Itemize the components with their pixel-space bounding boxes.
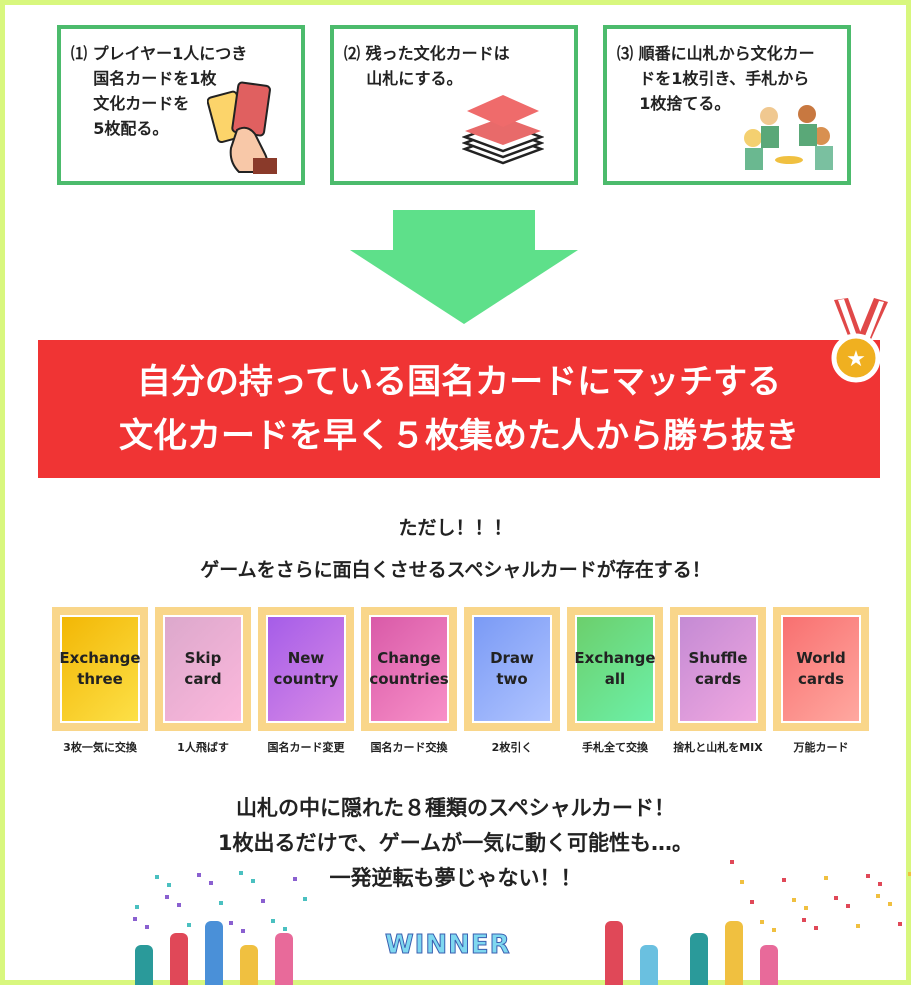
rule-banner: 自分の持っている国名カードにマッチする 文化カードを早く５枚集めた人から勝ち抜き [38, 340, 880, 478]
raised-hand-icon [605, 921, 623, 985]
special-card-description: 国名カード変更 [267, 741, 345, 754]
confetti [239, 871, 243, 875]
confetti [209, 881, 213, 885]
children-playing-icon [744, 105, 833, 170]
step-2-text: ⑵ 残った文化カードは 山札にする。 [344, 44, 510, 88]
banner-line-1: 自分の持っている国名カードにマッチする [136, 362, 782, 402]
confetti [229, 921, 233, 925]
confetti [133, 917, 137, 921]
closing-line-1: 山札の中に隠れた８種類のスペシャルカード！ [236, 796, 675, 820]
special-card: Skip card [155, 607, 251, 731]
hand-cards-icon [207, 81, 277, 174]
special-card-description: 万能カード [793, 741, 849, 754]
winner-logo: WINNER [385, 930, 511, 961]
closing-line-2: 1枚出るだけで、ゲームが一気に動く可能性も…。 [217, 831, 694, 855]
confetti [804, 906, 808, 910]
confetti [187, 923, 191, 927]
svg-text:★: ★ [846, 347, 866, 372]
confetti [772, 928, 776, 932]
special-card-name: New country [266, 615, 346, 723]
down-arrow [393, 210, 535, 252]
confetti [197, 873, 201, 877]
raised-hand-icon [760, 945, 778, 985]
special-card-description: 国名カード交換 [370, 741, 448, 754]
confetti [760, 920, 764, 924]
confetti [846, 904, 850, 908]
special-card-name: Shuffle cards [678, 615, 758, 723]
special-card: Change countries [361, 607, 457, 731]
confetti [177, 903, 181, 907]
special-card-description: 1人飛ばす [177, 741, 229, 754]
banner-line-2: 文化カードを早く５枚集めた人から勝ち抜き [119, 416, 799, 456]
special-card-name: World cards [781, 615, 861, 723]
confetti [145, 925, 149, 929]
confetti [251, 879, 255, 883]
step-3-text: ⑶ 順番に山札から文化カー ドを1枚引き、手札から 1枚捨てる。 [617, 44, 815, 113]
special-card: Exchange all [567, 607, 663, 731]
confetti [271, 919, 275, 923]
special-card: Shuffle cards [670, 607, 766, 731]
note-line-2: ゲームをさらに面白くさせるスペシャルカードが存在する！ [200, 559, 711, 581]
special-card: New country [258, 607, 354, 731]
raised-hand-icon [170, 933, 188, 985]
confetti [878, 882, 882, 886]
step-1-text: ⑴ プレイヤー1人につき 国名カードを1枚 文化カードを 5枚配る。 [71, 44, 248, 138]
confetti [856, 924, 860, 928]
confetti [908, 872, 911, 876]
confetti [782, 878, 786, 882]
confetti [155, 875, 159, 879]
special-card-description: 2枚引く [491, 741, 533, 754]
special-card-name: Skip card [163, 615, 243, 723]
raised-hand-icon [205, 921, 223, 985]
confetti [165, 895, 169, 899]
special-card-description: 3枚一気に交換 [63, 741, 137, 754]
closing-line-3: 一発逆転も夢じゃない！！ [329, 866, 582, 890]
confetti [293, 877, 297, 881]
confetti [792, 898, 796, 902]
confetti [876, 894, 880, 898]
raised-hand-icon [725, 921, 743, 985]
special-card-description: 手札全て交換 [582, 741, 648, 754]
special-card-name: Exchange three [59, 615, 141, 723]
confetti [167, 883, 171, 887]
confetti [241, 929, 245, 933]
confetti [261, 899, 265, 903]
confetti [866, 874, 870, 878]
step-1-box: ⑴ プレイヤー1人につき 国名カードを1枚 文化カードを 5枚配る。 [57, 25, 305, 185]
confetti [283, 927, 287, 931]
confetti [824, 876, 828, 880]
confetti [219, 901, 223, 905]
confetti [730, 860, 734, 864]
special-card: World cards [773, 607, 869, 731]
note-line-1: ただし！！！ [398, 517, 513, 539]
confetti [750, 900, 754, 904]
step-3-box: ⑶ 順番に山札から文化カー ドを1枚引き、手札から 1枚捨てる。 [603, 25, 851, 185]
special-card-name: Exchange all [574, 615, 656, 723]
raised-hand-icon [240, 945, 258, 985]
raised-hand-icon [275, 933, 293, 985]
confetti [898, 922, 902, 926]
confetti [888, 902, 892, 906]
card-stack-icon [462, 95, 544, 165]
special-card: Exchange three [52, 607, 148, 731]
special-card-name: Change countries [369, 615, 449, 723]
confetti [834, 896, 838, 900]
raised-hand-icon [135, 945, 153, 985]
medal-icon: ★ [831, 298, 888, 383]
confetti [135, 905, 139, 909]
special-card-name: Draw two [472, 615, 552, 723]
down-arrow-head [350, 250, 578, 324]
confetti [802, 918, 806, 922]
raised-hand-icon [640, 945, 658, 985]
confetti [740, 880, 744, 884]
confetti [303, 897, 307, 901]
step-2-box: ⑵ 残った文化カードは 山札にする。 [330, 25, 578, 185]
confetti [814, 926, 818, 930]
special-card: Draw two [464, 607, 560, 731]
special-card-description: 捨札と山札をMIX [673, 741, 763, 754]
raised-hand-icon [690, 933, 708, 985]
